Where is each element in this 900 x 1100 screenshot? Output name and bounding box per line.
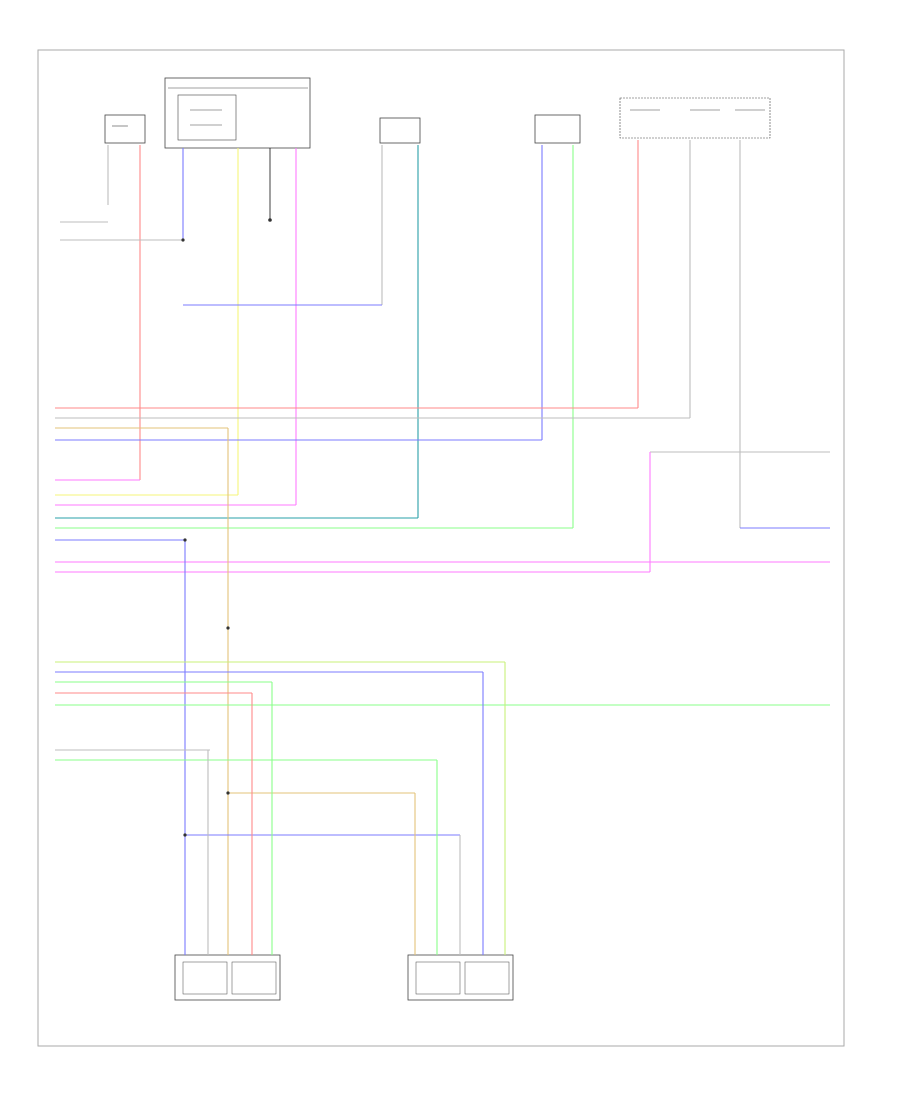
component-top-3 [379,117,421,144]
component-top-5 [619,97,771,139]
component-top-4 [534,114,581,144]
component-top-2-relay [164,77,311,149]
component-bottom-right [407,954,514,1001]
diagram-border [37,49,845,1047]
component-bottom-left [174,954,281,1001]
wires [55,140,830,955]
splice-dots [181,218,272,837]
component-top-1 [104,114,146,144]
